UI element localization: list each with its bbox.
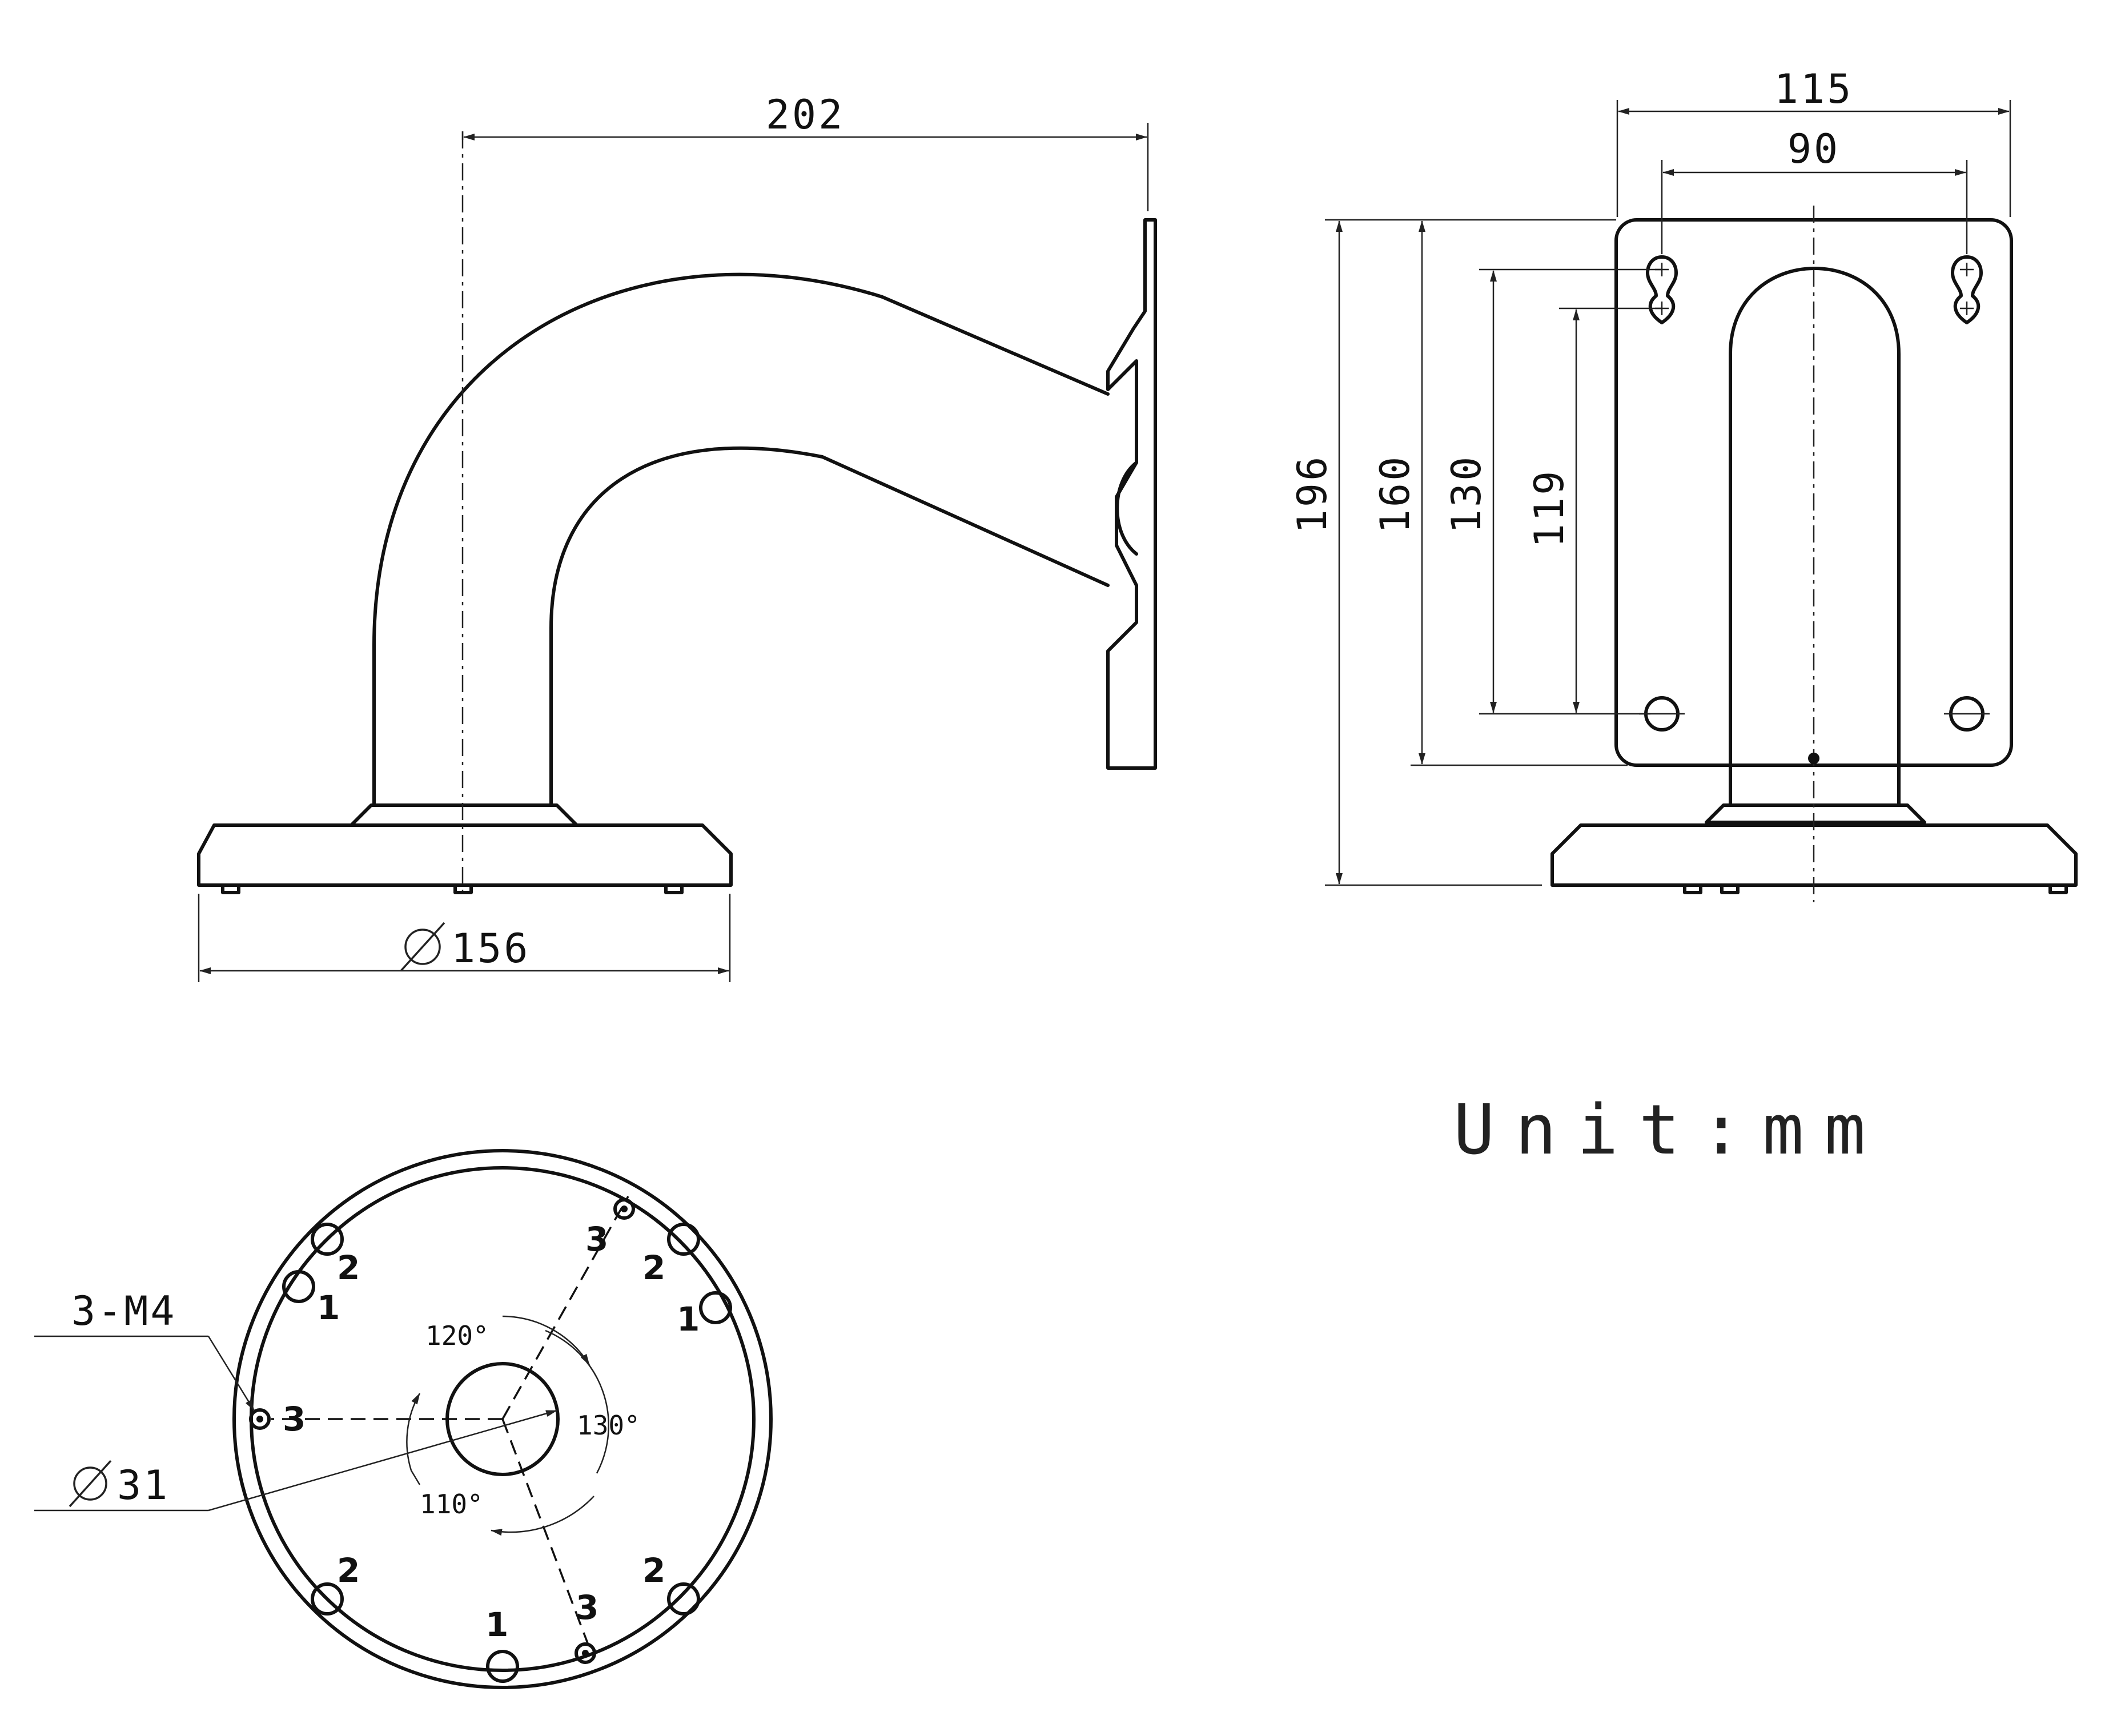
- hole-label-3: 3: [576, 1588, 598, 1627]
- diameter-symbol-icon: [69, 1460, 112, 1508]
- thread-hole-left: [249, 1408, 271, 1430]
- side-view: 202 156: [197, 91, 1157, 982]
- angle-arc-130-end: [491, 1496, 594, 1536]
- bore-dia-dim: 31: [117, 1462, 170, 1509]
- unit-label: Unit:mm: [1453, 1091, 1886, 1170]
- angle-arc-130: [545, 1329, 609, 1474]
- thread-callout: 3-M4: [71, 1288, 177, 1335]
- thread-hole-top: [613, 1198, 635, 1220]
- bottom-view: 120° 130° 110° 2 1 2 1 3 3 2 2 1 3 3-M4 …: [34, 1149, 773, 1689]
- radial-line: [501, 1196, 629, 1420]
- dim-160: 160: [1372, 455, 1419, 533]
- base-foot: [453, 883, 473, 894]
- base-foot: [1683, 883, 1702, 894]
- base-foot: [664, 883, 684, 894]
- keyhole-slot-left: [1646, 255, 1678, 324]
- base-collar: [350, 803, 579, 827]
- wall-plate: [1106, 218, 1157, 770]
- hole-label-3: 3: [585, 1220, 608, 1259]
- angle-110: 110°: [420, 1489, 483, 1520]
- arm-inner-profile: [549, 446, 1110, 807]
- keyhole-slot-right: [1951, 255, 1983, 324]
- keyhole-marks: [1960, 263, 1974, 315]
- leader-line: [208, 1409, 557, 1512]
- hole-label-2: 2: [642, 1248, 665, 1287]
- dim-119: 119: [1526, 469, 1573, 548]
- dim-130: 130: [1443, 455, 1490, 533]
- base-plate: [197, 823, 733, 887]
- hole-label-2: 2: [642, 1551, 665, 1590]
- arm-outer-profile: [372, 272, 1110, 807]
- angle-120: 120°: [425, 1320, 489, 1351]
- base-foot: [221, 883, 240, 894]
- dim-196: 196: [1289, 455, 1336, 533]
- hole-label-1: 1: [677, 1300, 700, 1339]
- dim-115: 115: [1774, 66, 1853, 112]
- base-notches: [282, 1223, 732, 1683]
- leader-line: [207, 1336, 255, 1411]
- dim-202: 202: [766, 91, 845, 138]
- dim-156: 156: [451, 925, 530, 972]
- thread-hole-bottom: [575, 1642, 596, 1664]
- front-column: [1729, 267, 1901, 807]
- keyhole-marks: [1655, 263, 1669, 315]
- wall-plate-notch: [1115, 461, 1138, 556]
- angle-130: 130°: [577, 1410, 640, 1441]
- dim-90: 90: [1787, 126, 1840, 172]
- base-foot: [2048, 883, 2068, 894]
- front-collar: [1705, 803, 1926, 824]
- angle-arc-120: [502, 1315, 590, 1365]
- center-point: [1808, 753, 1819, 764]
- front-view: 115 90 196 160 130 119: [1289, 66, 2078, 902]
- hole-label-1: 1: [485, 1605, 508, 1644]
- hole-label-3: 3: [283, 1400, 306, 1438]
- base-foot: [1720, 883, 1740, 894]
- radial-line: [501, 1418, 589, 1645]
- hole-label-2: 2: [337, 1248, 360, 1287]
- base-outer-circle: [232, 1149, 773, 1689]
- angle-arc-110: [406, 1393, 421, 1471]
- diameter-symbol-icon: [400, 922, 445, 972]
- hole-label-1: 1: [317, 1288, 340, 1327]
- hole-label-2: 2: [337, 1551, 360, 1590]
- front-base: [1550, 823, 2078, 887]
